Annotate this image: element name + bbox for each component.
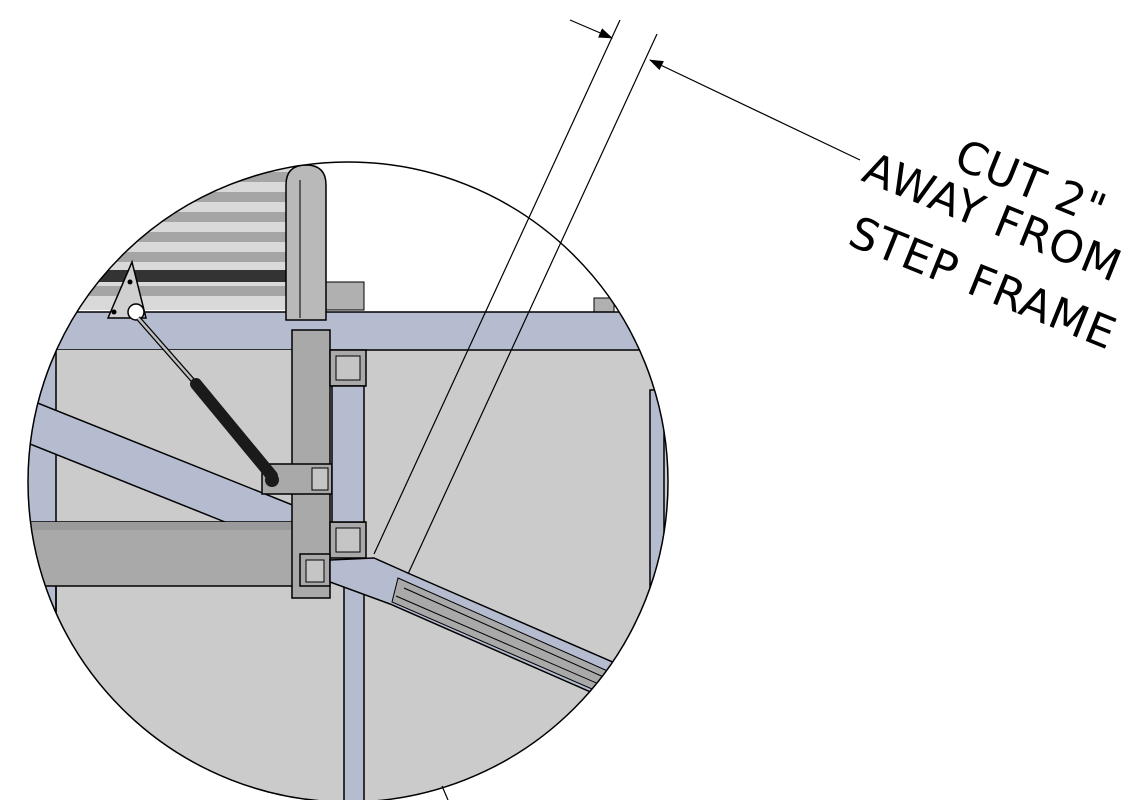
right-edge-post: [649, 389, 665, 651]
handrail-upright: [285, 164, 327, 321]
cut-extension-lines: [373, 19, 658, 800]
cut-note: CUT 2" AWAY FROM STEP FRAME: [842, 130, 1129, 360]
lower-left-beam: [28, 521, 311, 587]
gas-strut: [106, 259, 279, 487]
lower-vertical-post: [343, 585, 365, 800]
dimension-arrows: [569, 19, 861, 161]
detail-circle-outline: [27, 161, 669, 800]
mid-vertical-post: [331, 385, 365, 523]
top-bracket: [321, 281, 365, 311]
